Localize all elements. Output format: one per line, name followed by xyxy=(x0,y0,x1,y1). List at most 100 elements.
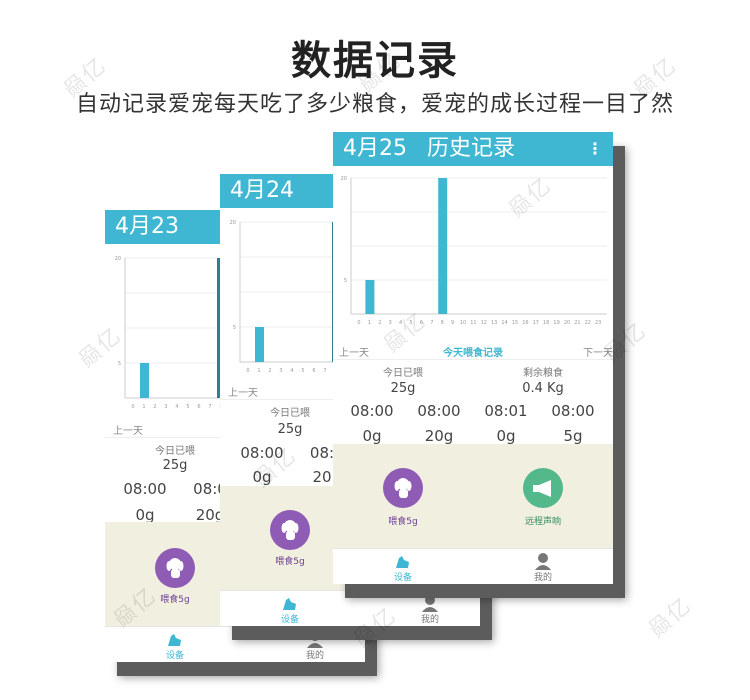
x-tick-label: 1 xyxy=(368,320,371,326)
tab-mine-label: 我的 xyxy=(305,651,324,661)
tab-device[interactable]: 设备 xyxy=(373,552,433,583)
pet-device-icon xyxy=(283,598,296,610)
x-tick-label: 23 xyxy=(595,320,601,326)
control-panel: 喂食5g 远程声响 xyxy=(333,444,613,548)
tab-device[interactable]: 设备 xyxy=(260,594,320,625)
x-tick-label: 12 xyxy=(481,320,487,326)
feed-amount: 20 xyxy=(312,468,332,486)
remaining-food-label: 剩余粮食 xyxy=(523,368,563,379)
bottom-tab-bar: 设备 我的 xyxy=(333,548,613,584)
screen-title: 历史记录 xyxy=(427,136,516,161)
x-tick-label: 5 xyxy=(409,320,412,326)
chart-bar xyxy=(255,327,264,362)
feed-button[interactable] xyxy=(383,468,423,508)
feed-time: 08:00 xyxy=(240,444,284,462)
day-nav: 上一天 今天喂食记录 下一天 xyxy=(333,338,613,360)
today-record-label: 今天喂食记录 xyxy=(443,348,503,359)
feed-button[interactable] xyxy=(155,548,195,588)
feed-amount: 0g xyxy=(135,506,155,524)
x-tick-label: 2 xyxy=(153,404,156,410)
feed-amount: 5g xyxy=(563,427,583,445)
x-tick-label: 9 xyxy=(451,320,454,326)
feed-time: 08:00 xyxy=(551,402,595,420)
tab-mine-label: 我的 xyxy=(533,573,552,583)
tab-device-label: 设备 xyxy=(280,615,299,625)
today-fed-value: 25g xyxy=(277,422,303,437)
feed-time: 08: xyxy=(309,444,335,462)
x-tick-label: 4 xyxy=(399,320,402,326)
x-tick-label: 0 xyxy=(357,320,360,326)
feed-button[interactable] xyxy=(270,510,310,550)
prev-day-button[interactable]: 上一天 xyxy=(113,426,143,437)
y-tick-label: 5 xyxy=(344,278,347,284)
megaphone-icon xyxy=(533,480,551,497)
today-fed-label: 今日已喂 xyxy=(270,408,310,419)
feed-time: 08:01 xyxy=(484,402,528,420)
x-tick-label: 2 xyxy=(268,368,271,374)
user-icon xyxy=(535,553,551,570)
user-icon xyxy=(422,595,438,612)
x-tick-label: 14 xyxy=(501,320,507,326)
x-tick-label: 21 xyxy=(574,320,580,326)
x-tick-label: 0 xyxy=(131,404,134,410)
remote-sound-label: 远程声响 xyxy=(524,517,561,527)
today-fed-label: 今日已喂 xyxy=(383,368,423,379)
x-tick-label: 1 xyxy=(257,368,260,374)
x-tick-label: 1 xyxy=(142,404,145,410)
y-tick-label: 5 xyxy=(233,325,236,331)
x-tick-label: 2 xyxy=(378,320,381,326)
x-tick-label: 13 xyxy=(491,320,497,326)
x-tick-label: 3 xyxy=(164,404,167,410)
tab-device[interactable]: 设备 xyxy=(145,630,205,661)
pet-device-icon xyxy=(396,556,409,568)
today-fed-label: 今日已喂 xyxy=(155,446,195,457)
x-tick-label: 4 xyxy=(290,368,293,374)
next-day-button[interactable]: 下一天 xyxy=(583,348,613,359)
remote-sound-button[interactable] xyxy=(523,468,563,508)
tab-device-label: 设备 xyxy=(393,573,412,583)
tab-mine[interactable]: 我的 xyxy=(400,594,460,625)
x-tick-label: 7 xyxy=(430,320,433,326)
tab-mine-label: 我的 xyxy=(420,615,439,625)
x-tick-label: 5 xyxy=(301,368,304,374)
x-tick-label: 15 xyxy=(512,320,518,326)
x-tick-label: 20 xyxy=(564,320,570,326)
chart-bar xyxy=(438,178,448,314)
x-tick-label: 22 xyxy=(585,320,591,326)
feed-amount: 0g xyxy=(496,427,516,445)
user-icon xyxy=(307,631,323,648)
feed-time: 08:00 xyxy=(417,402,461,420)
tab-mine[interactable]: 我的 xyxy=(513,552,573,583)
x-tick-label: 6 xyxy=(312,368,315,374)
feed-time: 08:00 xyxy=(123,480,167,498)
y-tick-label: 20 xyxy=(115,256,121,262)
watermark: 赑亿 xyxy=(644,592,698,643)
y-tick-label: 5 xyxy=(118,361,121,367)
page-title: 数据记录 xyxy=(291,37,459,84)
bottom-tab-bar: 设备 我的 xyxy=(105,626,365,662)
prev-day-button[interactable]: 上一天 xyxy=(339,348,369,359)
x-tick-label: 4 xyxy=(175,404,178,410)
tab-device-label: 设备 xyxy=(165,651,184,661)
chart-bar xyxy=(140,363,149,398)
tab-mine[interactable]: 我的 xyxy=(285,630,345,661)
today-fed-value: 25g xyxy=(162,458,188,473)
more-menu-icon[interactable]: ⋮ xyxy=(587,139,603,158)
x-tick-label: 10 xyxy=(460,320,466,326)
x-tick-label: 6 xyxy=(197,404,200,410)
feed-button-label: 喂食5g xyxy=(388,517,418,527)
x-tick-label: 7 xyxy=(323,368,326,374)
feed-amount: 0g xyxy=(362,427,382,445)
feed-button-label: 喂食5g xyxy=(160,595,190,605)
prev-day-button[interactable]: 上一天 xyxy=(228,388,258,399)
dog-icon xyxy=(281,520,299,540)
chart-bar xyxy=(365,280,375,314)
y-tick-label: 20 xyxy=(341,176,347,182)
dog-icon xyxy=(166,558,184,578)
x-tick-label: 0 xyxy=(246,368,249,374)
feed-amount: 0g xyxy=(252,468,272,486)
feed-button-label: 喂食5g xyxy=(275,557,305,567)
x-tick-label: 18 xyxy=(543,320,549,326)
